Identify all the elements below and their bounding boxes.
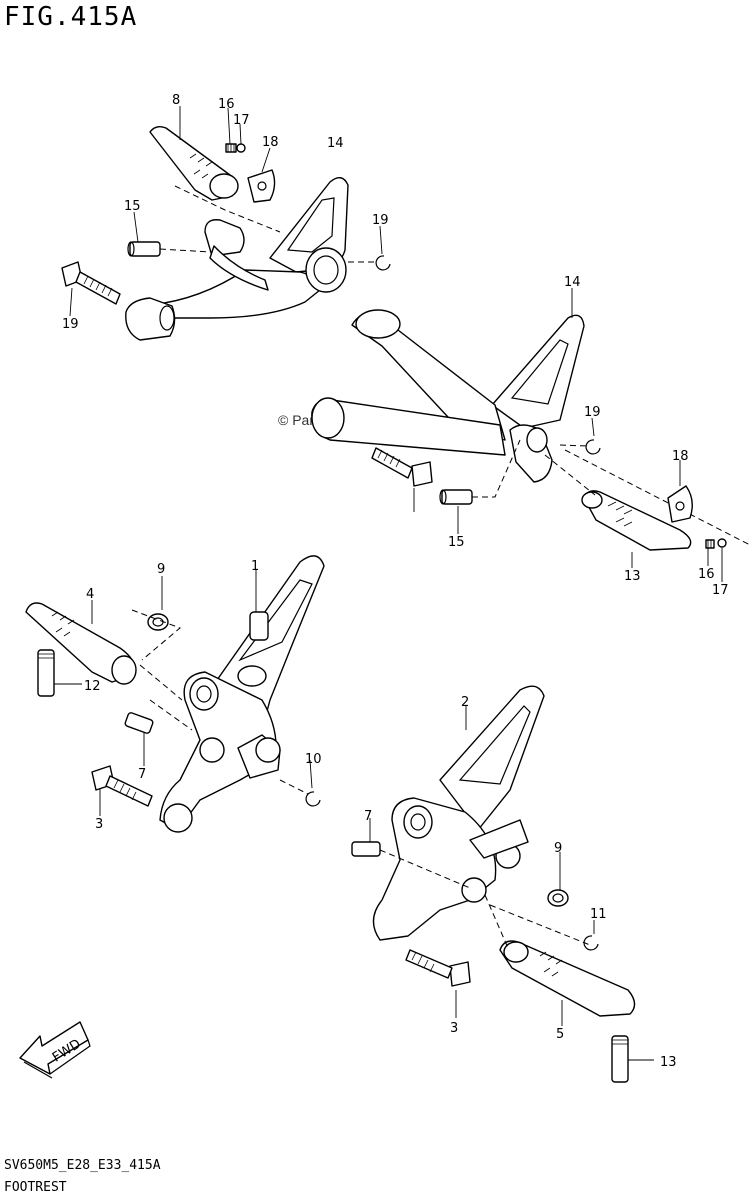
spring-15-top xyxy=(225,143,237,153)
callout-18-mid: 19 xyxy=(584,405,601,420)
callout-3-left: 3 xyxy=(95,817,103,832)
figure-name: FOOTREST xyxy=(4,1180,67,1195)
callout-15-top: 16 xyxy=(218,97,235,112)
callout-2: 2 xyxy=(461,695,469,710)
front-bracket-1 xyxy=(159,555,325,833)
spring-7-left xyxy=(131,609,181,661)
footrest-12 xyxy=(149,125,281,233)
callout-1: 1 xyxy=(251,559,259,574)
bolt-3-left xyxy=(91,765,153,807)
bracket-plate-17-top xyxy=(247,169,276,203)
spring-15-mid xyxy=(705,539,715,549)
leader-lines xyxy=(54,106,723,1061)
callout-5: 5 xyxy=(556,1027,564,1042)
callout-14-mid: 15 xyxy=(448,535,465,550)
callout-16-top: 17 xyxy=(233,113,250,128)
spring-7-right xyxy=(547,889,569,907)
callout-14-top: 15 xyxy=(124,199,141,214)
callout-17-top: 18 xyxy=(262,135,279,150)
figure-title: FIG.415A xyxy=(4,2,138,32)
callout-labels: 8 16 17 18 14 15 19 19 14 19 18 15 13 16… xyxy=(62,93,729,1070)
e-ring-18-mid xyxy=(559,439,601,455)
callout-10: 14 xyxy=(327,136,344,151)
pin-9-left xyxy=(37,649,55,697)
ball-16-top xyxy=(236,143,246,153)
callout-7-right: 9 xyxy=(554,841,562,856)
bolt-19-mid xyxy=(371,447,433,487)
callout-6-left: 7 xyxy=(138,767,146,782)
callout-15-mid: 16 xyxy=(698,567,715,582)
callout-17-mid: 18 xyxy=(672,449,689,464)
pin-14-top xyxy=(127,241,211,257)
footrest-13 xyxy=(544,449,750,551)
callout-6-right: 7 xyxy=(364,809,372,824)
rear-bracket-11 xyxy=(311,309,585,483)
pin-14-mid xyxy=(439,439,521,505)
callout-8-right: 11 xyxy=(590,907,607,922)
callout-9-right: 13 xyxy=(660,1055,677,1070)
rear-bracket-10 xyxy=(125,177,349,341)
callout-16-mid: 17 xyxy=(712,583,729,598)
bolt-3-right xyxy=(405,949,471,987)
front-bracket-2 xyxy=(372,685,545,941)
ball-16-mid xyxy=(717,538,727,548)
bolt-19-top xyxy=(61,261,121,305)
callout-9-left: 12 xyxy=(84,679,101,694)
e-ring-8-left xyxy=(279,779,321,807)
e-ring-18-top xyxy=(348,255,391,271)
callout-7-left: 9 xyxy=(157,562,165,577)
figure-code: SV650M5_E28_E33_415A xyxy=(4,1158,161,1173)
callout-18-top: 19 xyxy=(372,213,389,228)
callout-13: 13 xyxy=(624,569,641,584)
fwd-arrow-icon: FWD xyxy=(19,1021,91,1079)
callout-8-left: 10 xyxy=(305,752,322,767)
pin-6-right xyxy=(351,841,471,889)
pin-9-right xyxy=(611,1035,629,1083)
callout-11: 14 xyxy=(564,275,581,290)
footrest-5 xyxy=(484,894,636,1017)
callout-3-right: 3 xyxy=(450,1021,458,1036)
footrest-4 xyxy=(25,602,193,731)
callout-12: 8 xyxy=(172,93,180,108)
pin-6-left xyxy=(124,712,154,734)
callout-19-top: 19 xyxy=(62,317,79,332)
bracket-plate-17-mid xyxy=(667,485,693,523)
e-ring-8-right xyxy=(583,935,599,951)
callout-4: 4 xyxy=(86,587,94,602)
